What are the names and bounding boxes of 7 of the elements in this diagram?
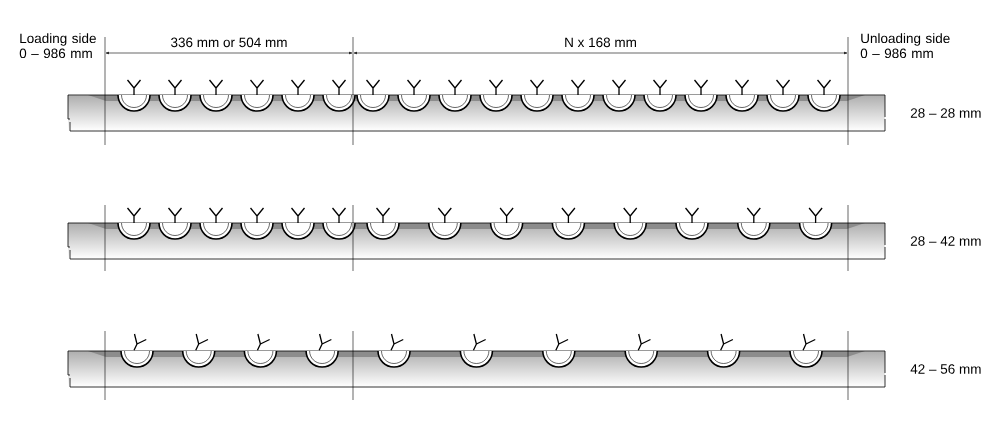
height-label: 28 – 42 mm — [910, 236, 981, 246]
height-label: 28 – 28 mm — [910, 108, 981, 118]
height-label: 42 – 56 mm — [910, 364, 981, 374]
side-label: Unloading side 0 – 986 mm — [860, 33, 950, 59]
dimension-label: N x 168 mm — [565, 37, 636, 48]
dimension-label: 336 mm or 504 mm — [171, 37, 287, 48]
side-label: Loading side 0 – 986 mm — [19, 33, 96, 59]
